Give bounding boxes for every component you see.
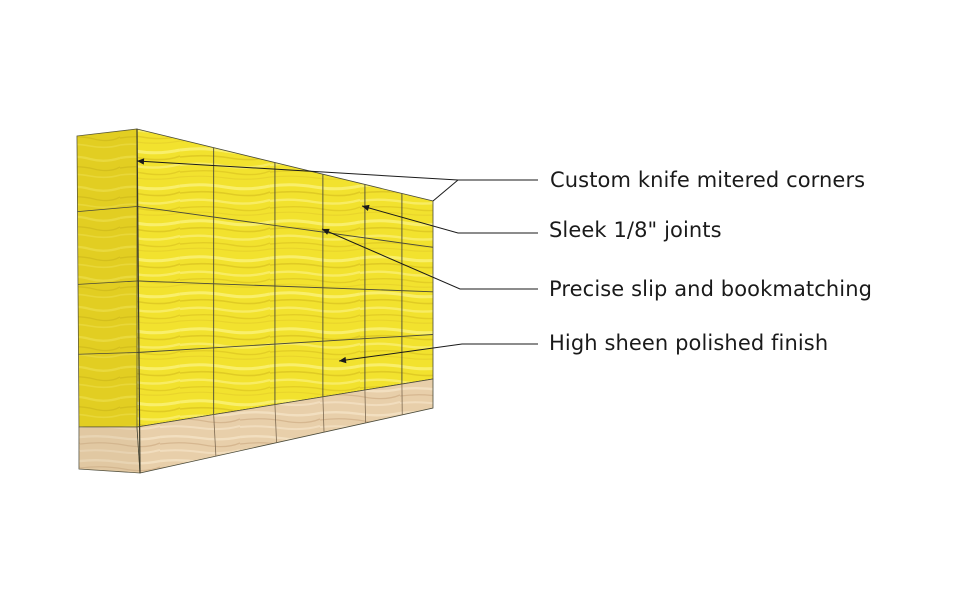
callout-bookmatching: Precise slip and bookmatching bbox=[549, 277, 872, 301]
callout-joints: Sleek 1/8" joints bbox=[549, 218, 722, 242]
wall-geometry bbox=[77, 129, 433, 473]
callout-polished-finish: High sheen polished finish bbox=[549, 331, 828, 355]
base-end-shade bbox=[79, 427, 140, 473]
wall-end-shade bbox=[77, 129, 137, 427]
leader-mitered-corners-branch bbox=[433, 180, 458, 201]
callout-mitered-corners: Custom knife mitered corners bbox=[550, 168, 865, 192]
wall-front-face bbox=[137, 129, 433, 427]
